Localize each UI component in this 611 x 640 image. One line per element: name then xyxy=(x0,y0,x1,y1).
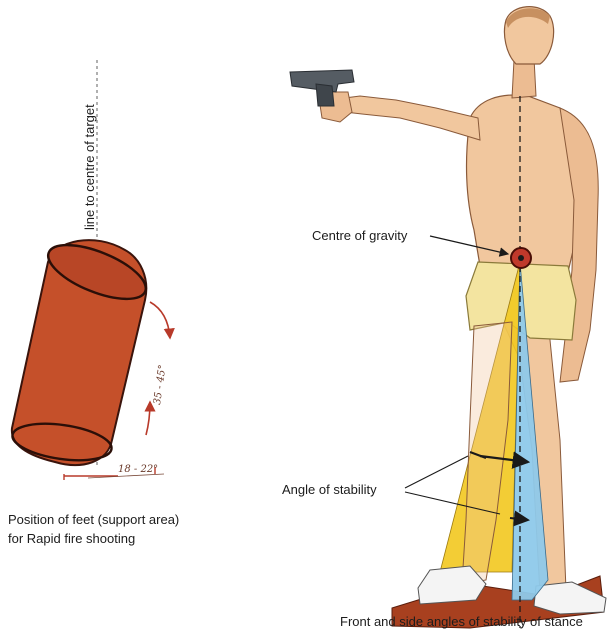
shooting-arm xyxy=(345,96,480,140)
shooter-figure xyxy=(290,7,606,628)
line-to-target-label: line to centre of target xyxy=(82,104,97,230)
centre-of-gravity-marker xyxy=(511,248,531,268)
foot-width-note: 18 - 22° xyxy=(118,464,158,475)
angle-of-stability-label: Angle of stability xyxy=(282,481,377,498)
feet-caption-line2: for Rapid fire shooting xyxy=(8,530,135,547)
stance-caption: Front and side angles of stability of st… xyxy=(340,613,583,630)
foot-angle-note: 35 - 45° xyxy=(152,364,168,405)
feet-caption-line1: Position of feet (support area) xyxy=(8,511,179,528)
centre-of-gravity-label: Centre of gravity xyxy=(312,227,407,244)
stability-leader-1 xyxy=(405,456,468,488)
